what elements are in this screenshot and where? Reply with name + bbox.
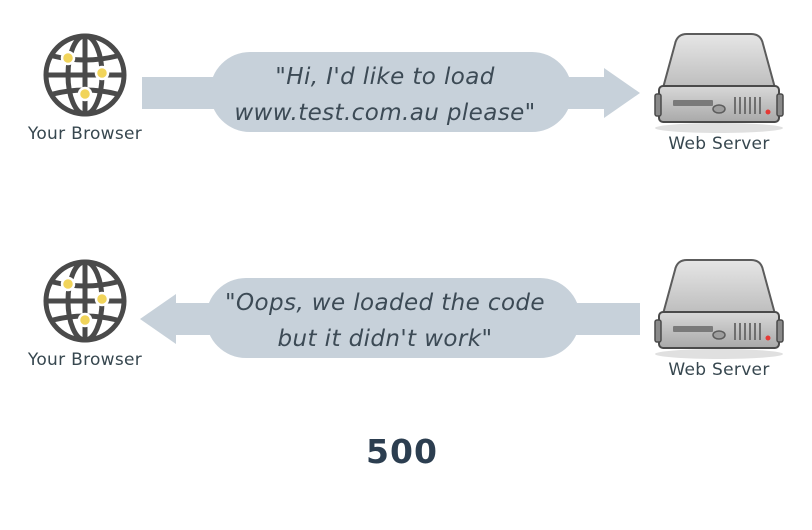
globe-icon <box>40 256 130 346</box>
response-row: Your Browser "Oops, we loaded the code b… <box>0 256 812 436</box>
request-bubble: "Hi, I'd like to load www.test.com.au pl… <box>130 40 650 150</box>
server-icon <box>649 256 789 360</box>
status-code: 500 <box>366 432 438 471</box>
request-row: Your Browser "Hi, I'd like to load www.t… <box>0 30 812 210</box>
request-message: "Hi, I'd like to load www.test.com.au pl… <box>234 64 536 126</box>
browser-node: Your Browser <box>14 30 156 144</box>
response-message: "Oops, we loaded the code but it didn't … <box>225 290 545 352</box>
globe-icon <box>40 30 130 120</box>
browser-node: Your Browser <box>14 256 156 370</box>
request-arrow <box>142 52 640 132</box>
browser-label: Your Browser <box>27 350 143 370</box>
server-node: Web Server <box>638 30 800 154</box>
server-label: Web Server <box>668 360 770 380</box>
response-arrow <box>140 278 640 358</box>
response-bubble: "Oops, we loaded the code but it didn't … <box>130 266 650 376</box>
server-label: Web Server <box>668 134 770 154</box>
browser-label: Your Browser <box>27 124 143 144</box>
server-node: Web Server <box>638 256 800 380</box>
server-icon <box>649 30 789 134</box>
